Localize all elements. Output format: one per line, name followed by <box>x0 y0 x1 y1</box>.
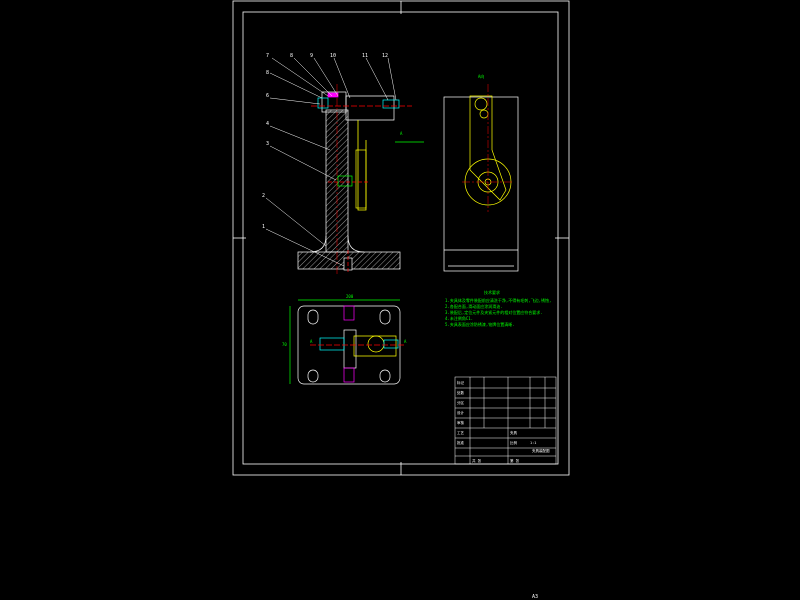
sheet-border <box>232 0 570 476</box>
page-number: A3 <box>532 594 538 600</box>
tech-req-line: 4.未注倒角C1. <box>445 315 473 321</box>
callout-numbers: 7 8 9 10 11 12 8 6 4 3 2 1 <box>262 53 388 230</box>
tb-cell: 1:1 <box>530 441 536 445</box>
tech-req-line: 2.各配合面,滑动面应涂润滑油. <box>445 303 503 309</box>
callout-8b: 8 <box>266 70 269 76</box>
front-view <box>297 84 424 276</box>
plan-section-right: A <box>404 339 407 344</box>
callout-4: 4 <box>266 121 269 127</box>
callout-7: 7 <box>266 53 269 59</box>
tech-req-title: 技术要求 <box>484 289 500 295</box>
callout-6: 6 <box>266 93 269 99</box>
section-marker: A <box>400 131 403 136</box>
tb-label: 批准 <box>457 440 465 445</box>
callout-11: 11 <box>362 53 368 59</box>
callout-3: 3 <box>266 141 269 147</box>
callout-2: 2 <box>262 193 265 199</box>
tb-label: 设计 <box>457 410 465 415</box>
tb-cell: 比例 <box>510 440 518 445</box>
callout-12: 12 <box>382 53 388 59</box>
tb-label: 处数 <box>457 390 465 395</box>
tb-label: 分区 <box>457 400 465 405</box>
plan-section-left: A <box>310 339 313 344</box>
technical-requirements: 技术要求 1.夹具体及零件装配前应清洗干净,不得有毛刺,飞边,锈蚀, 2.各配合… <box>445 289 551 327</box>
tb-label: 审核 <box>457 420 465 425</box>
tech-req-line: 5.夹具表面应涂防锈漆,铭牌位置清晰. <box>445 321 515 327</box>
callout-8: 8 <box>290 53 293 59</box>
tb-drawing-number: 夹具装配图 <box>532 448 550 453</box>
tech-req-line: 3.装配后,定位元件及夹紧元件的相对位置应符合要求. <box>445 309 543 315</box>
tb-cell: 第 张 <box>510 458 520 463</box>
clamp-arm <box>345 95 395 121</box>
tech-req-line: 1.夹具体及零件装配前应清洗干净,不得有毛刺,飞边,锈蚀, <box>445 297 551 303</box>
plan-view <box>289 299 404 385</box>
callout-10: 10 <box>330 53 336 59</box>
tb-drawing-name: 夹具 <box>510 430 518 435</box>
title-block-text: 标记 处数 分区 设计 审核 工艺 批准 夹具 夹具装配图 比例 1:1 共 张… <box>457 380 550 463</box>
side-view-label: A向 <box>478 73 484 79</box>
tb-cell: 共 张 <box>472 458 482 463</box>
plan-width-dimension: 200 <box>346 294 354 299</box>
tb-label: 标记 <box>457 380 465 385</box>
callout-1: 1 <box>262 224 265 230</box>
callout-9: 9 <box>310 53 313 59</box>
title-block <box>454 376 557 465</box>
callout-leaders <box>265 57 397 267</box>
side-view <box>443 84 519 272</box>
plan-height-dimension: 70 <box>282 342 287 347</box>
tb-label: 工艺 <box>457 430 465 435</box>
